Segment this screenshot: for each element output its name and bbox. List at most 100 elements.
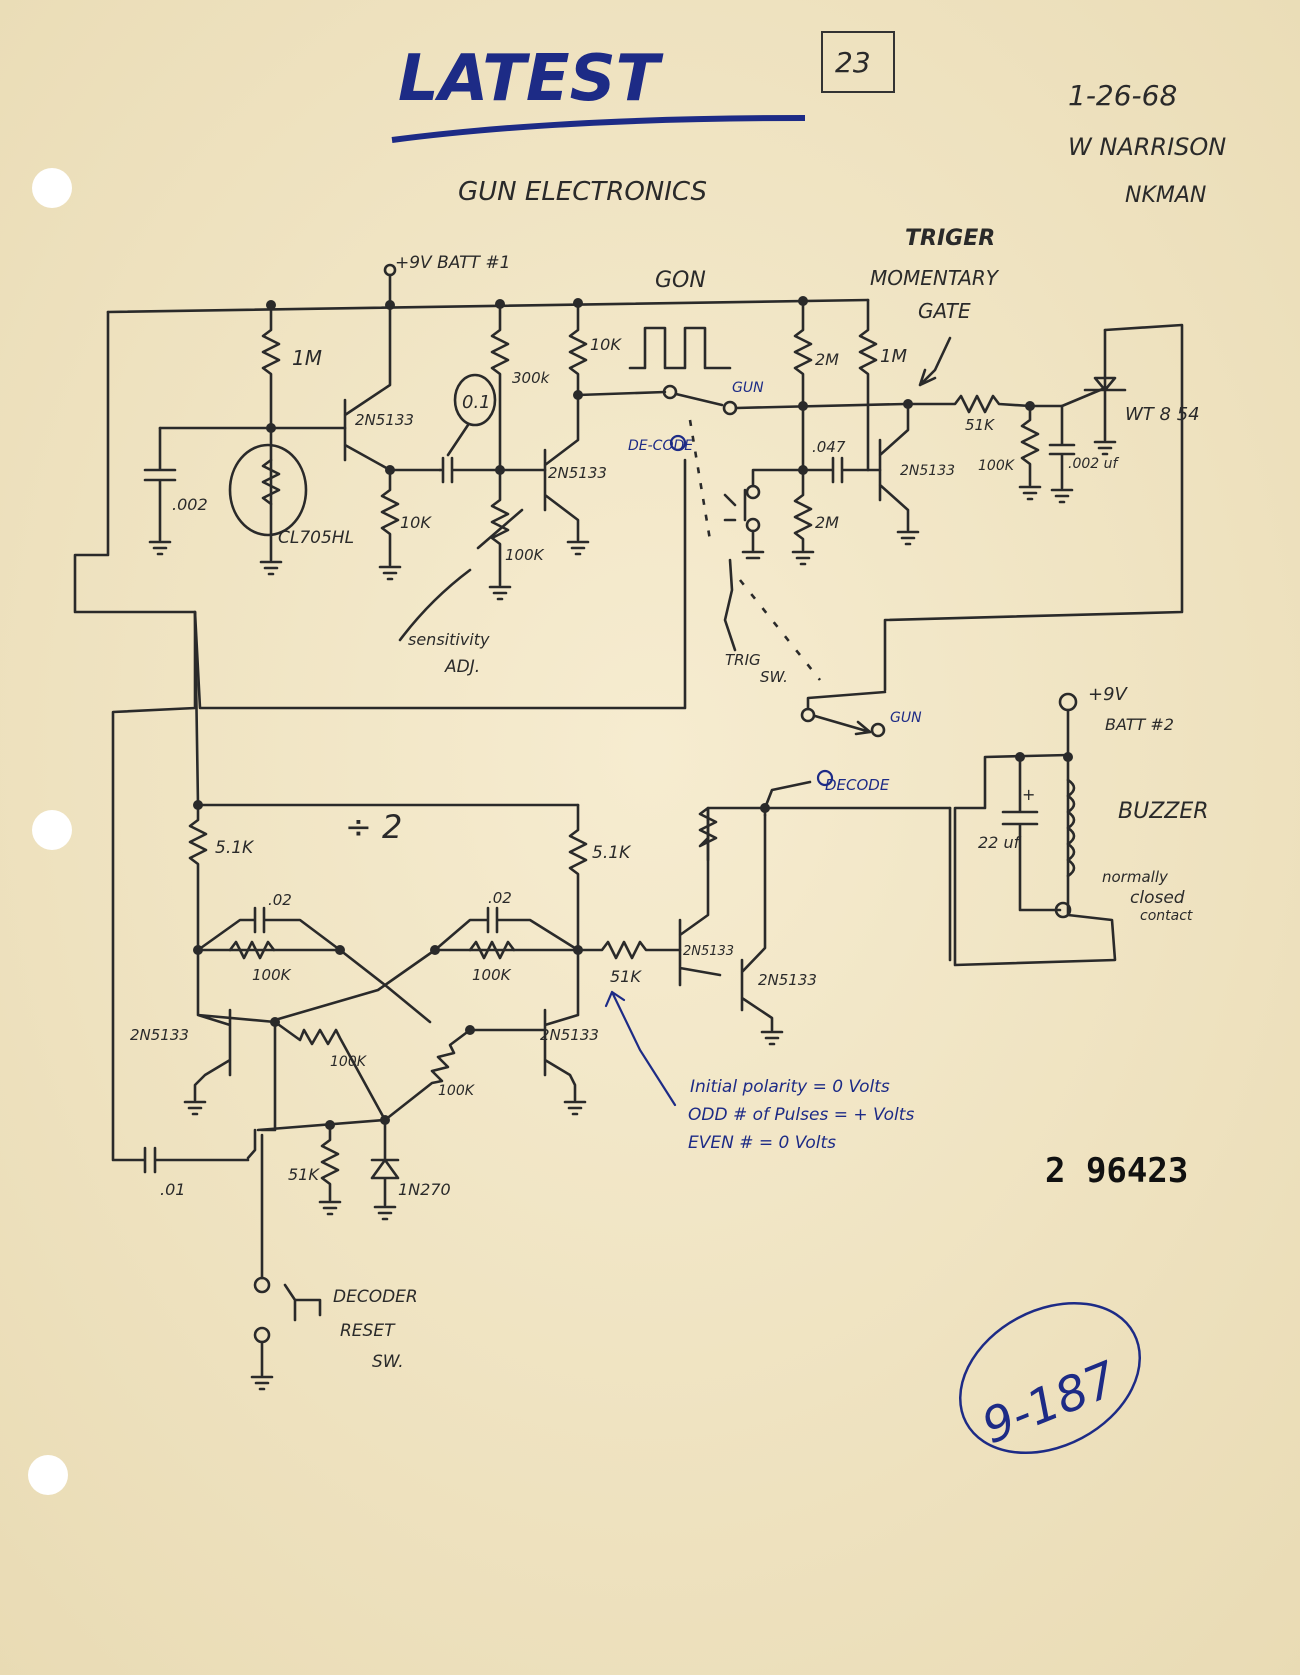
capacitor-01-input	[111, 610, 250, 1174]
resistor-100k-diag-left	[273, 1020, 387, 1122]
mechanical-link	[688, 419, 712, 541]
label-51k-right: 5.1K	[592, 843, 632, 863]
ground-symbol	[563, 1100, 587, 1116]
arrow-line	[446, 423, 470, 457]
label-51k-bottom: 51K	[288, 1165, 320, 1184]
label-batt2-a: +9V	[1088, 684, 1129, 705]
label-nc1: normally	[1102, 868, 1169, 886]
capacitor-002	[143, 426, 177, 542]
ground-symbol	[148, 540, 172, 556]
label-pot: 100K	[505, 546, 545, 564]
capacitor-047	[801, 456, 882, 484]
label-diode: 1N270	[398, 1180, 451, 1199]
resistor-100k-right	[468, 940, 516, 960]
outer-loop-wire	[73, 310, 687, 710]
label-reset1: DECODER	[333, 1287, 418, 1307]
junction	[573, 390, 583, 400]
label-002: .002	[172, 495, 208, 514]
rc-left	[196, 906, 342, 952]
buzzer-contact	[1054, 901, 1072, 919]
label-t3: 2N5133	[900, 463, 955, 479]
label-51k-left: 5.1K	[215, 838, 255, 858]
title-underline	[391, 115, 806, 143]
photocell-circle	[228, 443, 308, 537]
ff-transistor-right	[543, 948, 580, 1102]
label-decode: DE-CODE	[628, 438, 693, 454]
binder-hole-top	[32, 168, 72, 208]
label-t-ff-left: 2N5133	[130, 1026, 189, 1044]
resistor-51k-bottom	[320, 1123, 340, 1202]
resistor-2m-top	[793, 299, 813, 472]
resistor-300k	[490, 302, 510, 472]
ground-symbol	[378, 565, 402, 581]
label-gun2: GUN	[890, 710, 922, 726]
label-t-decode-right: 2N5133	[758, 971, 817, 989]
initials: NKMAN	[1125, 183, 1206, 208]
resistor-10k-collector	[568, 301, 588, 397]
junction	[1063, 752, 1073, 762]
subtitle: GUN ELECTRONICS	[458, 177, 707, 207]
trig-arrow	[723, 558, 737, 652]
label-t1: 2N5133	[355, 411, 414, 429]
page-number-box	[821, 31, 895, 93]
cap-value-circle	[453, 373, 497, 427]
label-100k-a: 100K	[978, 458, 1016, 474]
label-gate: GATE	[918, 299, 971, 323]
label-100k-d1: 100K	[330, 1054, 368, 1070]
label-300k: 300k	[512, 369, 551, 387]
label-51k-a: 51K	[965, 416, 995, 434]
diode-1n270	[370, 1118, 400, 1207]
label-01: .01	[160, 1180, 185, 1199]
rc-right	[433, 906, 580, 952]
label-trig-sw: SW.	[760, 668, 788, 686]
page-number: 23	[835, 46, 871, 79]
date: 1-26-68	[1068, 79, 1177, 112]
decode-lead	[763, 780, 812, 810]
label-adj: ADJ.	[444, 657, 480, 677]
ground-symbol	[760, 1030, 784, 1046]
label-t-decode-left: 2N5133	[683, 944, 734, 959]
decode-terminal	[669, 434, 687, 452]
ground-symbol	[896, 530, 920, 546]
ground-symbol	[259, 560, 283, 576]
label-buzzer: BUZZER	[1118, 799, 1209, 824]
label-nc2: closed	[1130, 888, 1185, 908]
scr-output-wire	[883, 323, 1184, 692]
junction	[266, 423, 276, 433]
label-wt854: WT 8 54	[1125, 404, 1200, 425]
resistor-5k1-left	[188, 803, 208, 952]
label-gon: GON	[655, 268, 706, 293]
label-51k-mid: 51K	[610, 967, 642, 986]
pulse-waveform	[628, 326, 732, 370]
binder-hole-bottom	[28, 1455, 68, 1495]
ground-symbol	[1018, 485, 1042, 501]
gun-switch-blade	[674, 392, 724, 407]
ground-symbol	[566, 540, 590, 556]
junction	[798, 401, 808, 411]
label-t-ff-right: 2N5133	[540, 1026, 599, 1044]
label-triger: TRIGER	[905, 226, 995, 251]
binder-hole-middle	[32, 810, 72, 850]
transistor-2	[543, 393, 580, 542]
resistor-51k-gate	[906, 394, 1032, 414]
label-22uf: 22 uf	[978, 833, 1022, 852]
note-arrow	[604, 990, 677, 1107]
steering-wire	[246, 1020, 387, 1160]
button-wire	[751, 468, 805, 488]
pot-arrow	[476, 508, 524, 550]
potentiometer-100k	[490, 468, 510, 587]
transistor-1	[343, 303, 392, 472]
label-batt2-b: BATT #2	[1105, 715, 1174, 734]
ground-symbol	[318, 1200, 342, 1216]
label-nc3: contact	[1140, 908, 1193, 924]
label-trig: TRIG	[725, 651, 761, 669]
label-reset3: SW.	[372, 1352, 404, 1372]
decode2-terminal	[816, 769, 834, 787]
label-sensitivity: sensitivity	[408, 630, 490, 649]
cap-plus: +	[1022, 785, 1035, 804]
label-100k-right: 100K	[472, 966, 512, 984]
label-047: .047	[812, 438, 846, 456]
gun2-contact	[870, 722, 886, 738]
label-momentary: MOMENTARY	[870, 266, 1000, 290]
